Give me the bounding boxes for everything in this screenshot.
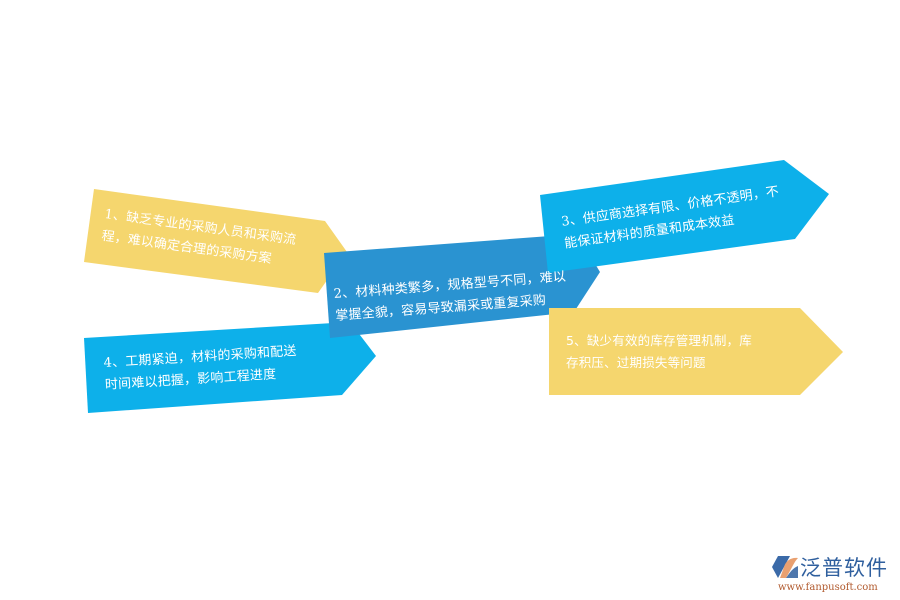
logo-brand-name: 泛普软件: [800, 556, 888, 580]
callout-5-text: 5、缺少有效的库存管理机制，库 存积压、过期损失等问题: [566, 330, 752, 374]
callout-5-line-2: 存积压、过期损失等问题: [566, 355, 706, 370]
arrow-shape-1: [84, 189, 347, 293]
arrow-shape-5: [549, 308, 843, 395]
brand-logo: 泛普软件 www.fanpusoft.com: [770, 552, 895, 596]
arrow-shape-2: [324, 234, 600, 338]
logo-website-url: www.fanpusoft.com: [778, 582, 878, 593]
arrow-shape-3: [540, 160, 829, 273]
fanpu-logo-icon: [772, 556, 798, 578]
arrow-shape-4: [84, 322, 376, 413]
callout-5-line-1: 5、缺少有效的库存管理机制，库: [566, 333, 752, 348]
